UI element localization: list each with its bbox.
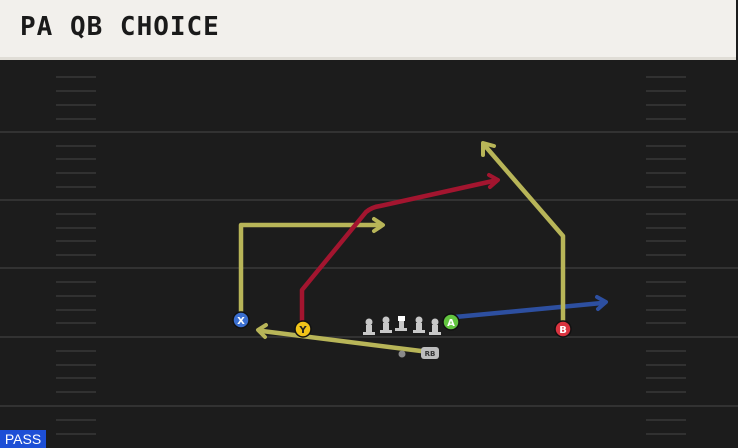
player-y[interactable]: Y [294,320,312,338]
player-x[interactable]: X [232,311,250,329]
lineman-center [395,316,407,331]
lineman-right-guard [413,316,425,333]
y-route [299,173,500,330]
hash-marks-right [646,76,686,435]
rb-route [256,323,424,354]
player-y-label: Y [298,325,307,336]
play-title-bar: PA QB CHOICE [0,0,736,60]
player-x-label: X [237,316,245,327]
lineman-left-guard [380,316,392,333]
x-route [238,217,385,321]
hash-marks-left [56,76,96,435]
field-background [0,60,738,448]
play-type-tag: PASS [0,430,46,448]
a-route [452,295,608,320]
play-title: PA QB CHOICE [20,12,220,42]
player-b-label: B [559,325,567,336]
qb-marker [398,350,406,358]
lineman-left-tackle [363,318,375,335]
player-b[interactable]: B [554,320,572,338]
b-route [481,141,566,328]
rb-marker: RB [421,347,439,359]
rb-label: RB [425,350,436,358]
player-a-label: A [447,318,455,329]
lineman-right-tackle [429,318,441,335]
player-a[interactable]: A [442,313,460,331]
offensive-line [363,316,441,335]
play-field: RB X Y A B [0,60,738,448]
yard-lines [0,131,738,407]
